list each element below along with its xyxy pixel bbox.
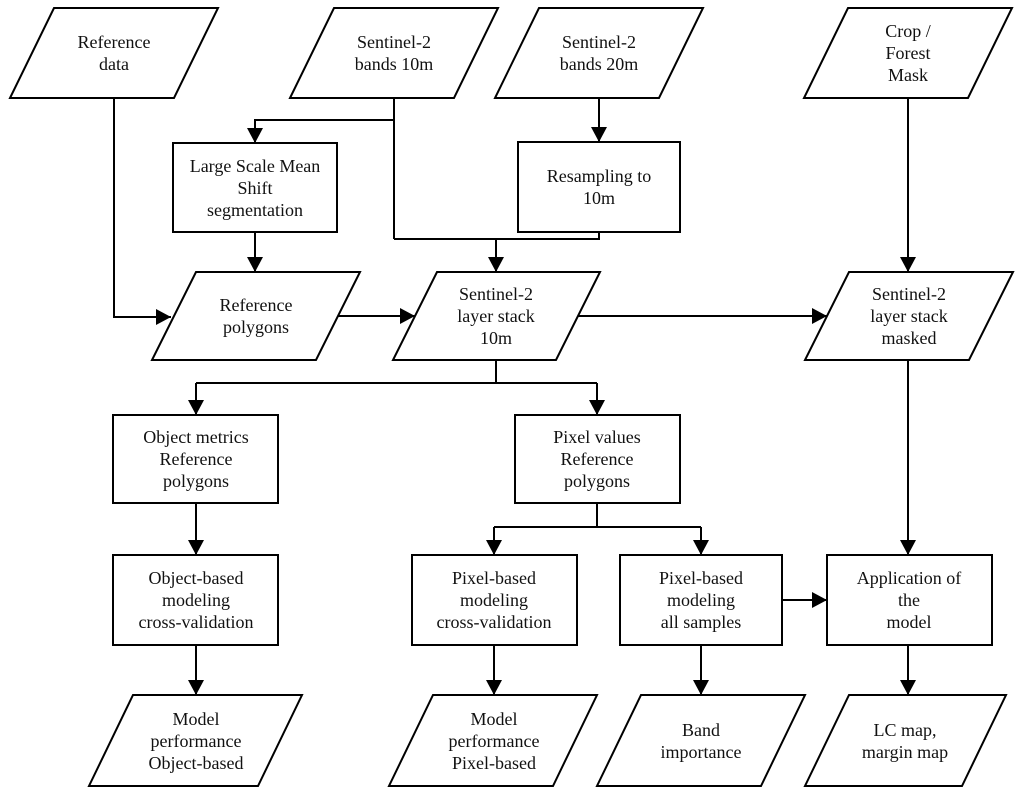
node-shape-pixel-based-modeling-all	[619, 554, 783, 646]
node-shape-resampling-10m	[517, 141, 681, 233]
node-shape-reference-data	[8, 7, 220, 99]
edges	[113, 98, 916, 695]
node-shape-sentinel2-layer-stack-masked	[803, 271, 1015, 361]
node-shape-sentinel2-layer-stack-10m	[391, 271, 602, 361]
node-shape-model-performance-object	[87, 694, 304, 787]
edge-resampling-junction	[394, 232, 600, 240]
node-shape-crop-forest-mask	[802, 7, 1014, 99]
node-shapes	[8, 7, 1015, 787]
node-shape-object-based-modeling-cv	[112, 554, 279, 646]
edge-referencedata-referencepolygons	[113, 98, 171, 325]
node-shape-reference-polygons	[150, 271, 362, 361]
node-shape-object-metrics	[112, 414, 279, 504]
node-shape-model-performance-pixel	[387, 694, 599, 787]
node-shape-pixel-based-modeling-cv	[411, 554, 578, 646]
node-shape-lsms-segmentation	[172, 142, 338, 233]
node-shape-sentinel2-bands-10m	[288, 7, 500, 99]
edge-bands10m-lsms	[247, 119, 394, 143]
node-shape-band-importance	[595, 694, 807, 787]
node-shape-sentinel2-bands-20m	[493, 7, 705, 99]
node-shape-pixel-values	[514, 414, 681, 504]
node-shape-lc-map-margin-map	[803, 694, 1008, 787]
node-shape-application-of-model	[826, 554, 993, 646]
